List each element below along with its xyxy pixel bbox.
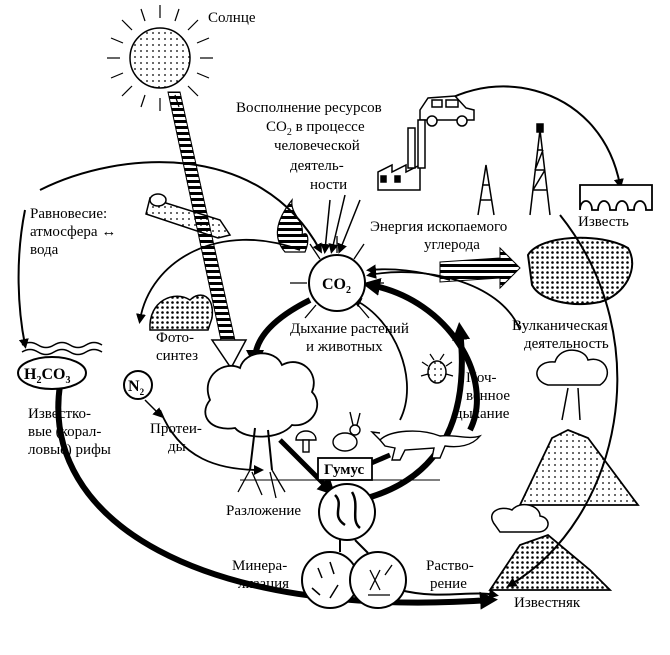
h2co3-node <box>17 356 87 390</box>
rabbit-icon <box>332 411 361 452</box>
fire-icon <box>276 197 309 253</box>
soil-respiration-line2: венное <box>466 388 510 404</box>
soil-respiration-line1: Поч- <box>466 370 496 386</box>
mineralization-line2: лизация <box>238 576 289 592</box>
oil-derrick-icon <box>477 123 551 216</box>
tree-icon <box>204 352 318 499</box>
decomposition-label: Разложение <box>226 503 301 519</box>
co2-node <box>290 236 384 319</box>
proteids-line2: ды <box>168 439 186 455</box>
fossil-energy-line2: углерода <box>424 237 480 253</box>
human-activity-line3: человеческой <box>274 138 360 154</box>
decomposition-node <box>318 483 376 541</box>
volcanic-line1: Вулканическая <box>512 318 608 334</box>
mineralization-nodes <box>301 539 407 609</box>
dissolution-line1: Раство- <box>426 558 474 574</box>
coal-deposit-icon <box>526 236 634 306</box>
n2-node <box>123 370 153 400</box>
volcanic-line2: деятельность <box>524 336 609 352</box>
reefs-line2: вые (корал- <box>28 424 101 440</box>
beetle-icon <box>420 353 454 384</box>
fox-icon <box>370 430 483 461</box>
log-icon <box>145 193 232 239</box>
human-activity-line1: Восполнение ресурсов <box>236 100 382 116</box>
sun-icon <box>107 5 213 111</box>
respiration-line1: Дыхание растений <box>290 321 409 337</box>
dissolution-line2: рение <box>430 576 467 592</box>
mineralization-line1: Минера- <box>232 558 287 574</box>
factory-icon <box>377 119 426 191</box>
limestone-label: Известняк <box>514 595 581 611</box>
photosynthesis-line1: Фото- <box>156 330 194 346</box>
bridge-icon <box>579 184 653 211</box>
n2-label: N2 <box>128 378 145 397</box>
soil-respiration-line3: дыхание <box>455 406 510 422</box>
respiration-line2: и животных <box>306 339 383 355</box>
fossil-energy-line1: Энергия ископаемого <box>370 219 507 235</box>
volcano-icon <box>518 349 640 506</box>
equilibrium-line1: Равновесие: <box>30 206 107 222</box>
photosynthesis-line2: синтез <box>156 348 198 364</box>
bush-icon <box>149 294 214 331</box>
humus-label: Гумус <box>324 462 365 478</box>
proteids-line1: Протеи- <box>150 421 202 437</box>
mushroom-icon <box>295 430 317 453</box>
car-icon <box>419 95 475 127</box>
human-activity-line5: ности <box>310 177 347 193</box>
equilibrium-line3: вода <box>30 242 59 258</box>
human-activity-line4: деятель- <box>290 158 344 174</box>
equilibrium-line2: атмосфера ↔ <box>30 224 116 240</box>
h2co3-label: H2CO3 <box>24 366 70 386</box>
lime-label: Известь <box>578 214 629 230</box>
limestone-icon <box>488 503 613 591</box>
reefs-line3: ловые) рифы <box>28 442 111 458</box>
human-activity-line2: CO2 в процессе <box>266 119 365 138</box>
water-waves <box>21 341 103 356</box>
humus-box <box>240 457 440 481</box>
co2-label: CO2 <box>322 276 351 296</box>
sun-label: Солнце <box>208 10 256 26</box>
reefs-line1: Известко- <box>28 406 91 422</box>
fossil-flow-arrow <box>439 246 521 290</box>
